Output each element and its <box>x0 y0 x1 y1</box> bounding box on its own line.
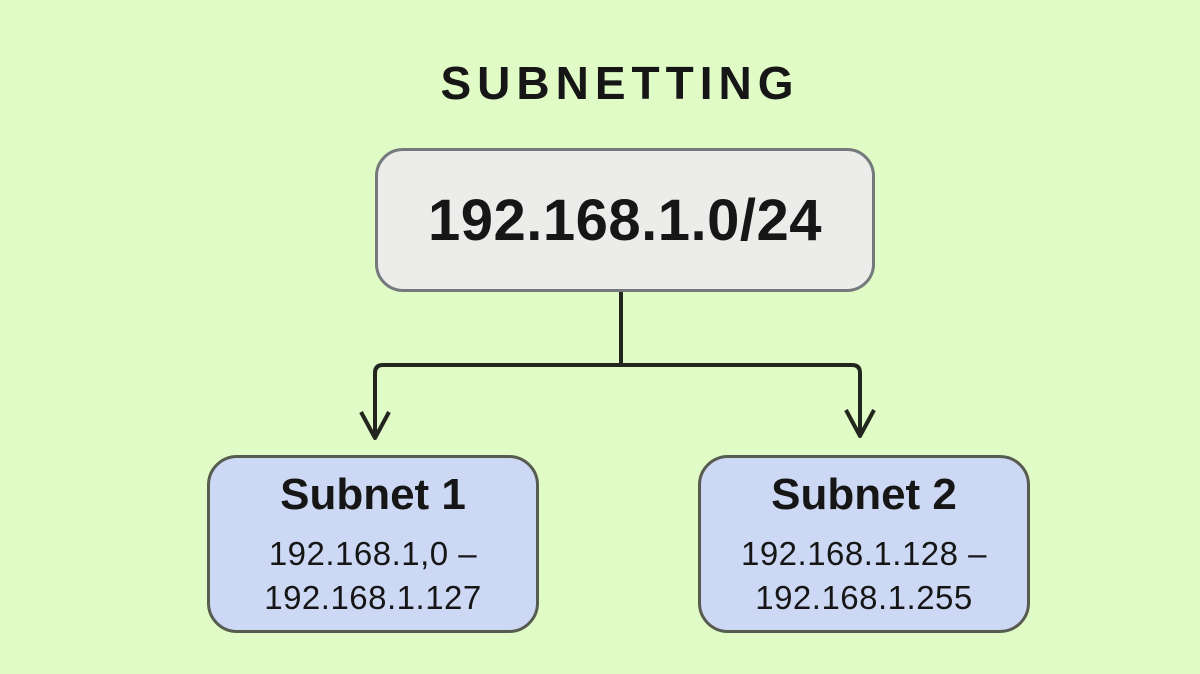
diagram-title: SUBNETTING <box>440 57 800 109</box>
subnet-1-node: Subnet 1 192.168.1,0 – 192.168.1.127 <box>207 455 539 633</box>
subnet-2-range-start: 192.168.1.128 – <box>740 535 988 573</box>
arrowhead-right-icon <box>844 409 876 438</box>
root-network-node: 192.168.1.0/24 <box>375 148 875 292</box>
arrowhead-left-icon <box>359 411 391 440</box>
subnet-1-name: Subnet 1 <box>280 470 466 520</box>
subnet-1-range-end: 192.168.1.127 <box>264 579 482 616</box>
subnet-2-range-end: 192.168.1.255 <box>755 579 973 616</box>
connector-bracket <box>373 363 862 436</box>
root-network-label: 192.168.1.0/24 <box>427 187 823 253</box>
subnet-2-name: Subnet 2 <box>771 470 957 520</box>
subnet-2-node: Subnet 2 192.168.1.128 – 192.168.1.255 <box>698 455 1030 633</box>
subnet-1-range-start: 192.168.1,0 – <box>268 535 478 573</box>
